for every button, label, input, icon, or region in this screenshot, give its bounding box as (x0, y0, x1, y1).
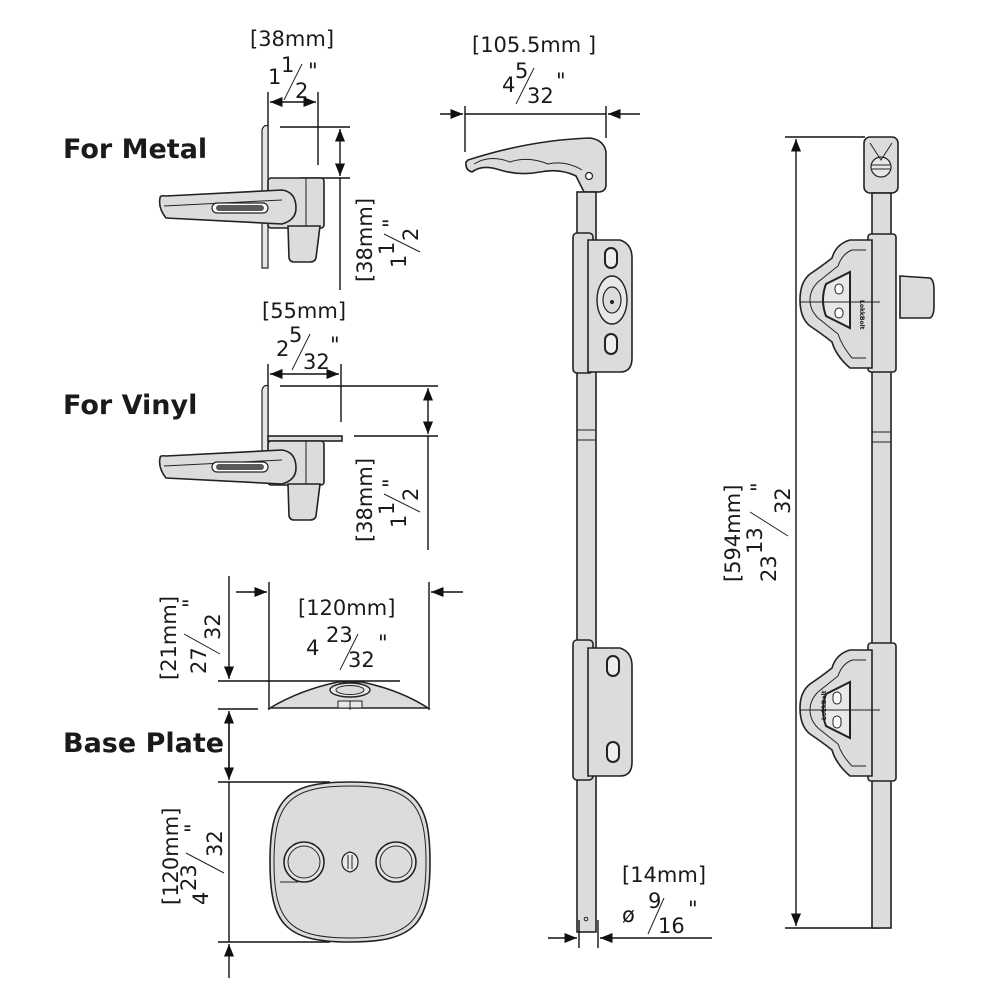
fraction-bar (183, 633, 221, 655)
handle-width-mm: [105.5mm ] (472, 33, 596, 57)
plate-depth-mm: [120mm] (159, 808, 183, 905)
vinyl-height-num: 1 (375, 502, 399, 515)
metal-height-whole: 1 (387, 255, 411, 268)
metal-height-mm: [38mm] (353, 198, 377, 282)
overall-length-num: 13 (743, 527, 767, 554)
vinyl-height-den: 2 (399, 488, 423, 501)
section-for-metal: For Metal [38mm] 1 1 2 " [38mm] 1 1 2 " (63, 27, 423, 290)
metal-width-num: 1 (281, 53, 294, 77)
rod-diameter-num: 9 (648, 889, 661, 913)
plate-height-num: 27 (187, 647, 211, 674)
fraction-bar (383, 233, 421, 253)
lock-body-lower (572, 639, 633, 781)
rod-diameter-den: 16 (658, 914, 685, 938)
section-handle-front-view: [105.5mm ] 4 5 32 " (440, 33, 712, 948)
overall-length-whole: 23 (757, 555, 781, 582)
metal-width-den: 2 (295, 79, 308, 103)
plate-depth-inch: " (181, 823, 205, 833)
base-plate-top-view (269, 781, 431, 943)
side-view-top-cap (863, 136, 899, 194)
side-view-lock-lower: LokkBolt (799, 642, 897, 782)
handle-drawing (465, 137, 607, 193)
plate-depth-whole: 4 (189, 892, 213, 905)
handle-width-num: 5 (515, 59, 528, 83)
handle-width-inch: " (556, 69, 566, 93)
fraction-bar (339, 633, 359, 671)
plate-height-inch: " (179, 598, 203, 608)
vinyl-width-den: 32 (303, 350, 330, 374)
section-label-base-plate: Base Plate (63, 728, 224, 759)
metal-width-mm: [38mm] (250, 27, 334, 51)
handle-width-whole: 4 (502, 73, 515, 97)
fraction-bar (383, 493, 421, 513)
vinyl-keeper-drawing (158, 384, 343, 521)
vinyl-height-mm: [38mm] (353, 458, 377, 542)
vinyl-width-inch: " (330, 333, 340, 357)
vinyl-width-whole: 2 (276, 337, 289, 361)
fraction-bar (185, 852, 225, 874)
base-plate-side-view (267, 681, 431, 710)
overall-length-inch: " (747, 482, 771, 492)
metal-width-whole: 1 (268, 65, 281, 89)
rod-diameter-inch: " (688, 897, 698, 921)
fraction-bar (749, 511, 789, 537)
metal-keeper-drawing (158, 124, 325, 269)
vinyl-height-inch: " (379, 478, 403, 488)
vinyl-width-mm: [55mm] (262, 299, 346, 323)
plate-width-whole: 4 (306, 636, 319, 660)
side-view-lock-upper: LokkBolt (799, 233, 935, 373)
section-base-plate: Base Plate [120mm] 4 23 32 " [21mm] 27 3… (63, 576, 463, 978)
section-label-vinyl: For Vinyl (63, 390, 197, 421)
metal-height-den: 2 (399, 228, 423, 241)
handle-width-den: 32 (527, 84, 554, 108)
brand-label-upper: LokkBolt (858, 300, 865, 330)
section-for-vinyl: For Vinyl [55mm] 2 5 32 " [38mm] 1 1 2 " (63, 299, 438, 550)
metal-width-inch: " (308, 59, 318, 83)
metal-height-inch: " (379, 218, 403, 228)
section-label-metal: For Metal (63, 134, 207, 165)
section-side-view: [594mm] 23 13 32 " L (721, 136, 935, 929)
plate-width-mm: [120mm] (298, 596, 395, 620)
plate-width-num: 23 (326, 623, 353, 647)
fraction-bar (647, 897, 665, 935)
rod-diameter-mm: [14mm] (622, 863, 706, 887)
plate-depth-num: 23 (177, 864, 201, 891)
metal-height-num: 1 (375, 242, 399, 255)
fraction-bar (291, 333, 311, 371)
overall-length-mm: [594mm] (721, 485, 745, 582)
lock-body-upper (572, 232, 633, 374)
brand-label-lower: LokkBolt (821, 690, 828, 720)
fraction-bar (283, 63, 303, 101)
vinyl-width-num: 5 (289, 323, 302, 347)
plate-height-den: 32 (201, 613, 225, 640)
overall-length-den: 32 (771, 487, 795, 514)
plate-width-inch: " (378, 631, 388, 655)
plate-height-mm: [21mm] (157, 596, 181, 680)
plate-width-den: 32 (348, 648, 375, 672)
fraction-bar (515, 67, 535, 105)
vinyl-height-whole: 1 (387, 515, 411, 528)
plate-depth-den: 32 (203, 830, 227, 857)
rod-diameter-symbol: ø (622, 903, 635, 927)
